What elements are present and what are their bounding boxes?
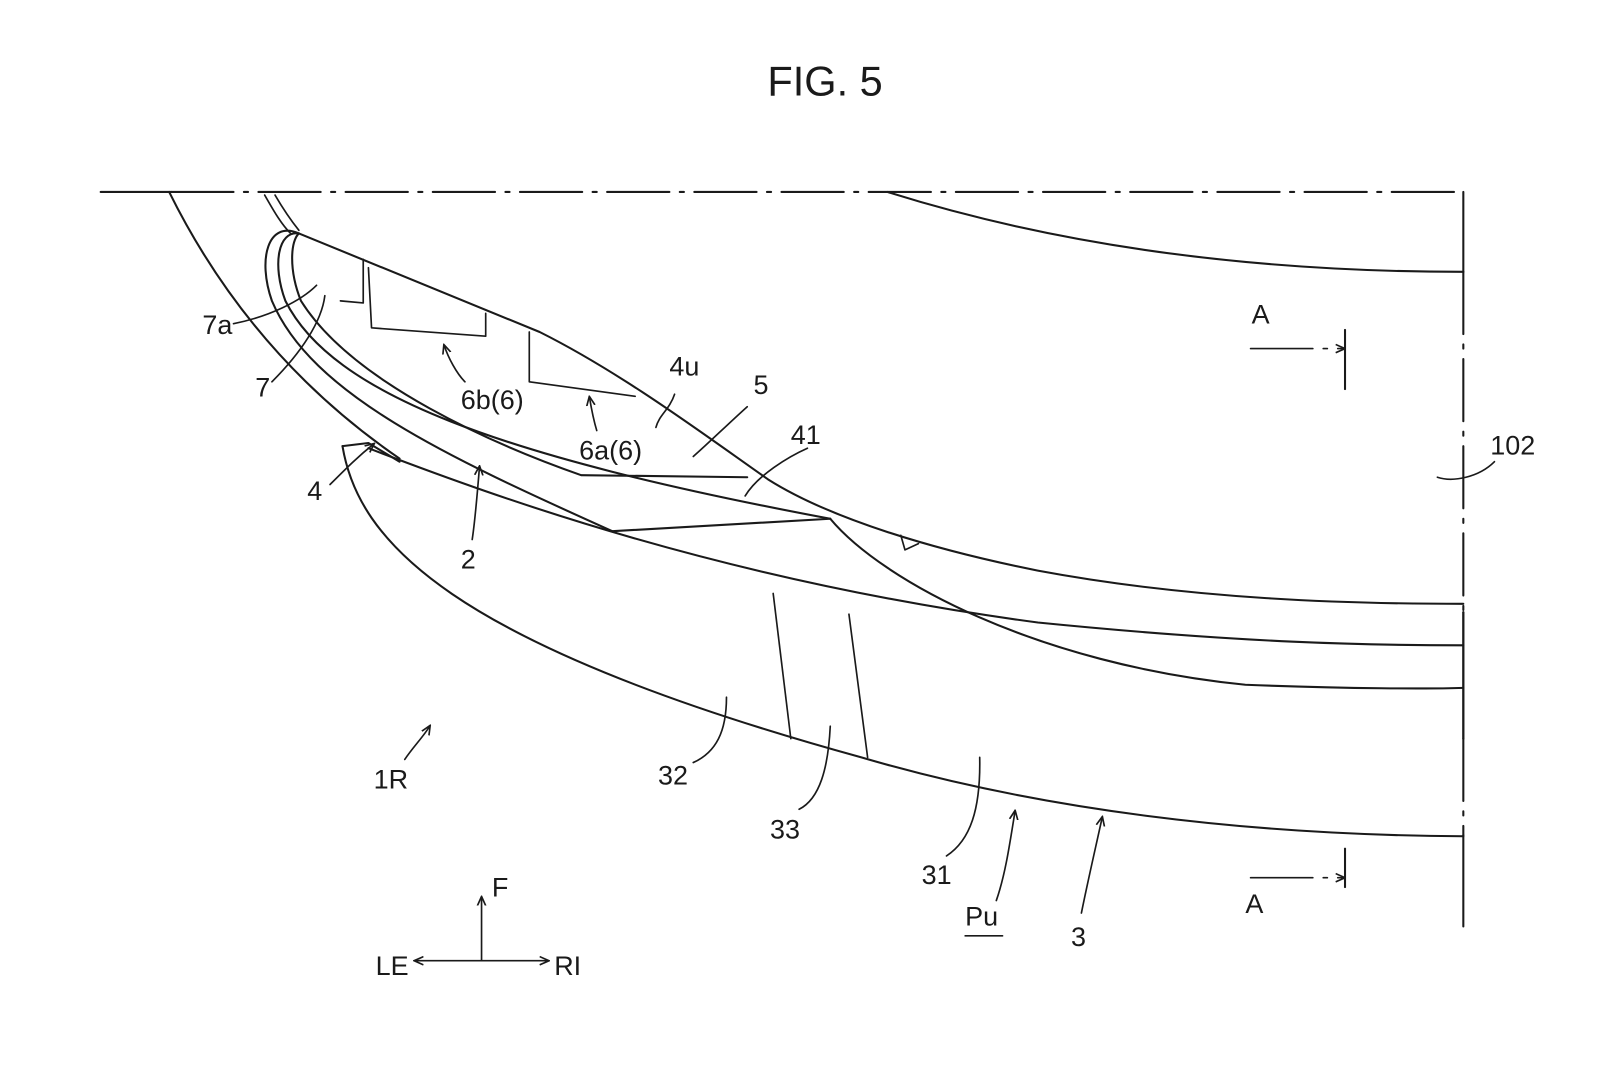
label-32: 32 [658,760,688,790]
direction-left-label: LE [376,951,409,981]
label-4u: 4u [669,352,699,382]
label-section-a-bottom: A [1245,889,1263,919]
vehicle-outline [168,190,1465,838]
label-2: 2 [461,545,476,575]
label-5: 5 [753,370,768,400]
section-markers [1249,328,1347,889]
label-33: 33 [770,814,800,844]
direction-right-label: RI [554,951,581,981]
label-3: 3 [1071,922,1086,952]
reference-labels: 7a 7 6b(6) 6a(6) 4u 5 41 4 2 102 A A 1R … [202,300,1535,952]
label-Pu: Pu [965,901,998,931]
label-section-a-top: A [1252,300,1270,330]
label-102: 102 [1490,430,1535,460]
figure-title: FIG. 5 [767,57,882,104]
direction-indicator: F LE RI [376,872,581,981]
label-4: 4 [307,476,322,506]
label-6a: 6a(6) [579,436,642,466]
label-7: 7 [255,372,270,402]
label-31: 31 [922,860,952,890]
label-7a: 7a [202,310,232,340]
leader-lines [232,284,1496,937]
label-1R: 1R [374,765,408,795]
label-41: 41 [791,420,821,450]
direction-front-label: F [492,872,508,902]
label-6b: 6b(6) [461,385,524,415]
